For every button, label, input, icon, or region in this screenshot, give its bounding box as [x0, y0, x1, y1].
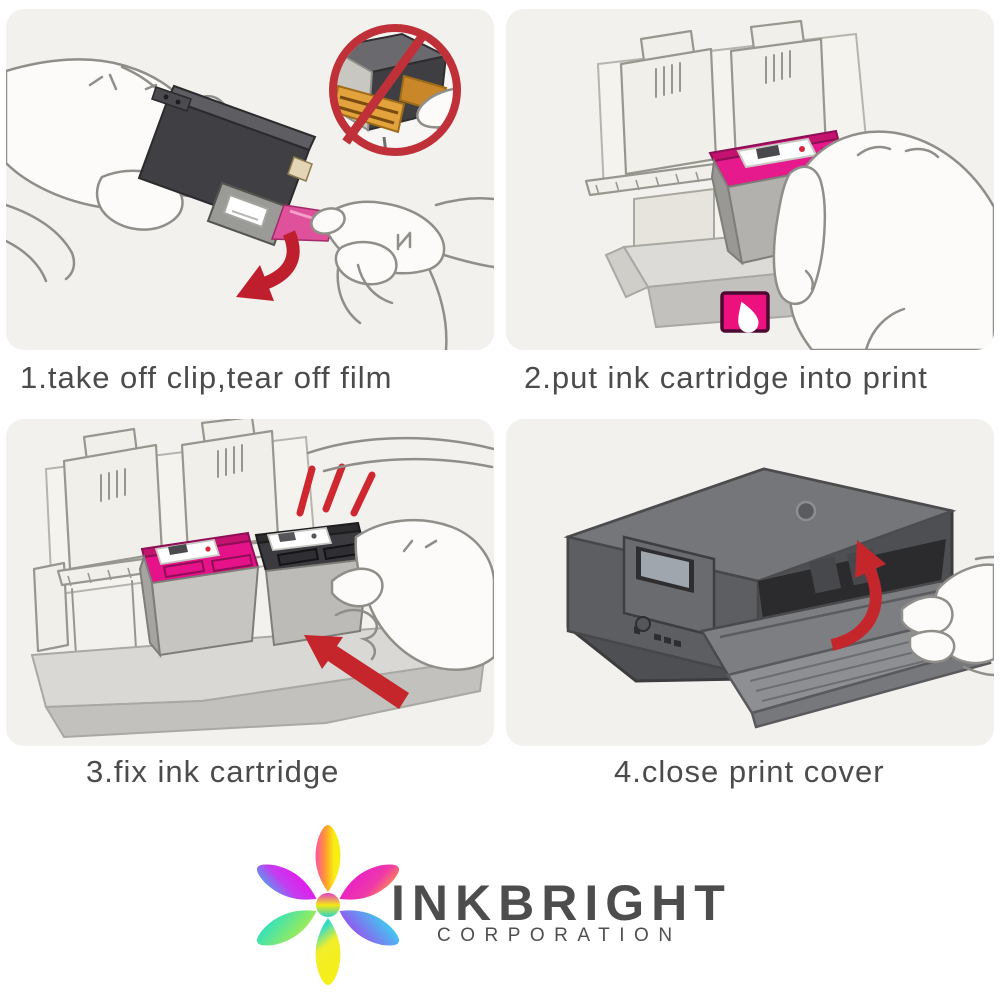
right-hand [310, 197, 494, 350]
step4-panel [506, 419, 994, 746]
step3-illustration fix-cartridge-illustration [30, 419, 494, 739]
pressing-hand [306, 436, 494, 671]
flower-logo-icon [256, 825, 400, 985]
step1-panel [6, 9, 494, 350]
printer-screen [641, 551, 689, 588]
step1-caption: 1.take off clip,tear off film [20, 360, 393, 395]
step4-caption: 4.close print cover [614, 754, 885, 789]
step2-panel [506, 9, 994, 350]
step4-illustration close-print-cover-illustration [563, 467, 994, 729]
snap-click-marks [296, 463, 376, 517]
step3-panel [6, 419, 494, 746]
power-button [635, 616, 651, 632]
step3-caption: 3.fix ink cartridge [86, 754, 340, 789]
inserting-hand [772, 130, 994, 350]
logo-subtitle: CORPORATION [437, 925, 682, 946]
closing-hand [900, 555, 994, 677]
step2-caption: 2.put ink cartridge into print [524, 360, 928, 395]
step2-illustration insert-cartridge-illustration [584, 19, 994, 350]
logo-company-name: INKBRIGHT [391, 875, 732, 931]
ink-cartridge [137, 84, 317, 247]
printer-logo-icon [795, 500, 817, 522]
close-arrow-icon [830, 540, 886, 651]
pull-arrow-icon [236, 230, 300, 301]
ink-droplet-icon [720, 291, 770, 333]
do-not-touch-contacts-icon [329, 24, 461, 156]
step1-illustration remove-clip-film-illustration [6, 24, 494, 350]
push-arrow-icon [304, 635, 409, 709]
tricolor-cartridge [138, 531, 260, 659]
printer-cavity [758, 539, 946, 629]
